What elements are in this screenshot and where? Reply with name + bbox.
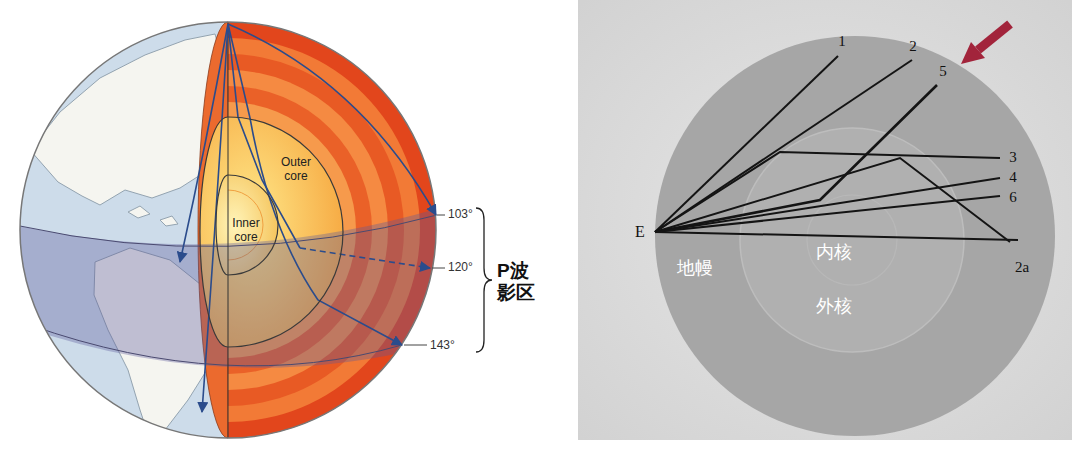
photo-ground (578, 0, 1072, 440)
ray-number: 5 (939, 63, 947, 80)
north-america (30, 34, 222, 205)
pointer-arrow-shaft (978, 24, 1010, 50)
band-edge (30, 325, 402, 366)
ray-number: 4 (1009, 169, 1017, 186)
outer-core-region: Outer coreInner core (199, 116, 345, 349)
core-outline (199, 116, 345, 349)
layer-label: 外核 (816, 296, 852, 317)
ray (655, 152, 1000, 232)
inner-core-region: Inner core (215, 174, 280, 277)
layer-label: 内核 (816, 242, 852, 263)
ray-number: 6 (1009, 189, 1017, 206)
core-label: Outer core (281, 156, 311, 184)
angle-label: 120° (448, 261, 473, 275)
ray-number: 1 (838, 33, 846, 50)
angle-label: 143° (430, 339, 455, 353)
ray (655, 158, 1010, 242)
globe-ocean (20, 22, 436, 438)
leader-line (432, 268, 445, 269)
ray (202, 24, 228, 412)
earth-disk (655, 36, 1055, 436)
core-label: Inner core (232, 217, 259, 245)
ray (655, 196, 1000, 232)
layer-label: 地幔 (677, 258, 713, 279)
source-label: E (635, 223, 645, 241)
bracket (476, 208, 492, 352)
ray (228, 24, 402, 345)
ray (655, 56, 838, 232)
pointer-arrow-head (961, 42, 985, 64)
ray (228, 24, 300, 248)
angle-label: 103° (448, 208, 473, 222)
ray (655, 178, 1000, 232)
angle-leaders (404, 215, 445, 345)
caribbean-islands (128, 206, 178, 226)
leader-line (437, 215, 445, 216)
seismic-rays (655, 56, 1018, 242)
ray-dashed (300, 248, 430, 268)
core-boundary (200, 117, 343, 347)
leader-line (404, 345, 427, 346)
globe-outline (20, 22, 436, 438)
ray-number: 2a (1015, 259, 1029, 276)
zone-label: P波 影区 (497, 260, 539, 304)
outer-core-circle (740, 128, 964, 352)
ray-number: 2 (909, 38, 917, 55)
p-wave-rays (180, 24, 436, 412)
ray-number: 3 (1009, 149, 1017, 166)
cut-edge (228, 22, 229, 438)
ray (655, 232, 1018, 240)
core-boundary (216, 175, 278, 275)
